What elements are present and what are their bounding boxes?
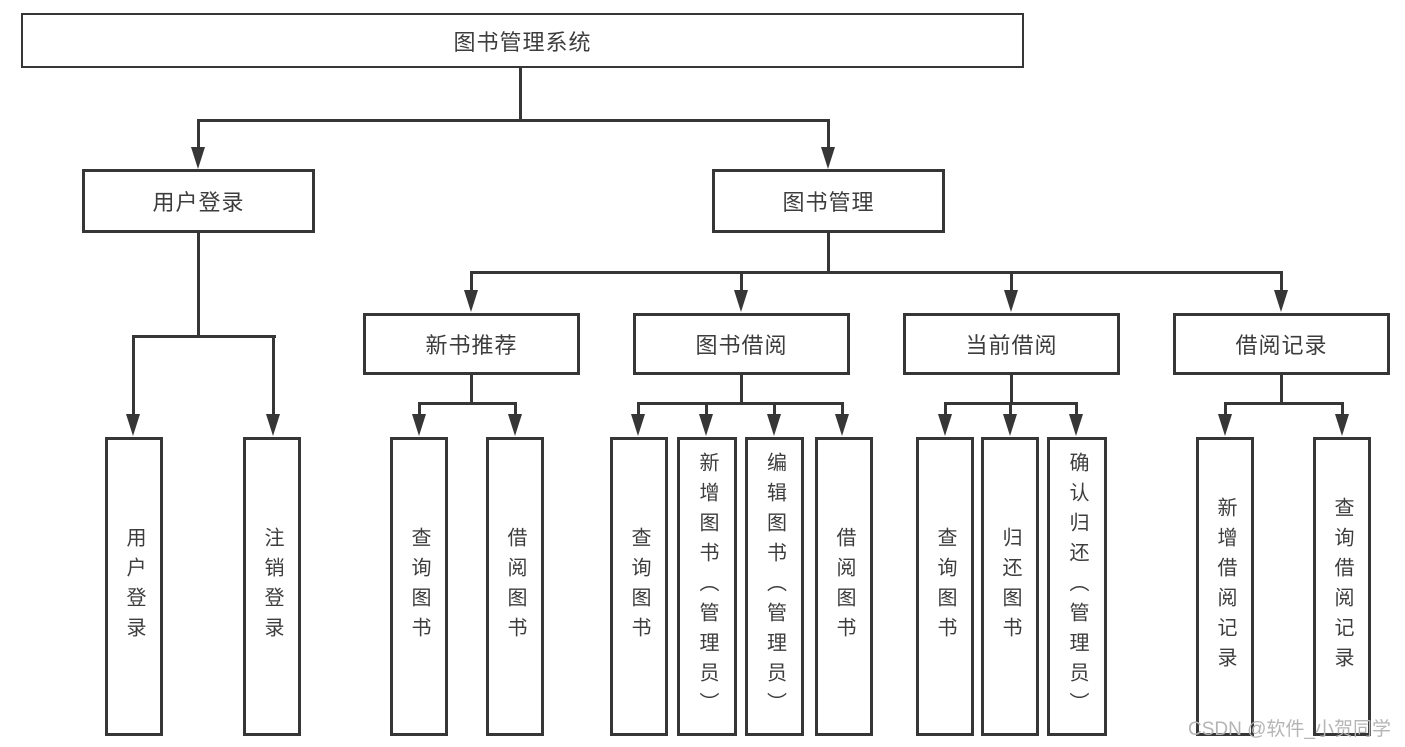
node-book-borrow: 图书借阅 — [633, 313, 850, 375]
leaf-add-borrow-record: 新增借阅记录 — [1196, 437, 1254, 736]
leaf-query-books-2-label: 查询图书 — [628, 526, 650, 647]
connector-line — [197, 119, 830, 122]
arrow-down-icon — [1004, 290, 1018, 312]
connector-line — [132, 335, 135, 418]
connector-line — [1009, 402, 1012, 418]
leaf-query-books-3-label: 查询图书 — [934, 526, 956, 647]
connector-line — [470, 375, 473, 405]
node-user-login-label: 用户登录 — [152, 190, 245, 215]
leaf-edit-book-admin: 编辑图书（管理员） — [745, 437, 804, 736]
leaf-query-borrow-record: 查询借阅记录 — [1313, 437, 1371, 736]
arrow-down-icon — [821, 147, 835, 169]
leaf-edit-book-admin-label: 编辑图书（管理员） — [763, 451, 786, 722]
connector-line — [418, 402, 517, 405]
arrow-down-icon — [1069, 414, 1083, 436]
leaf-return-book: 归还图书 — [981, 437, 1039, 736]
connector-line — [1341, 402, 1344, 418]
node-book-borrow-label: 图书借阅 — [695, 333, 788, 358]
leaf-borrow-books-1: 借阅图书 — [486, 437, 544, 736]
node-borrow-records: 借阅记录 — [1173, 313, 1390, 375]
arrow-down-icon — [767, 414, 781, 436]
connector-line — [197, 233, 200, 338]
connector-line — [1280, 375, 1283, 405]
connector-line — [514, 402, 517, 418]
arrow-down-icon — [191, 147, 205, 169]
leaf-borrow-books-1-label: 借阅图书 — [504, 526, 526, 647]
arrow-down-icon — [126, 414, 140, 436]
arrow-down-icon — [1274, 290, 1288, 312]
arrow-down-icon — [266, 414, 280, 436]
arrow-down-icon — [1218, 414, 1232, 436]
connector-line — [827, 233, 830, 274]
connector-line — [841, 402, 844, 418]
leaf-logout: 注销登录 — [243, 437, 301, 736]
node-root: 图书管理系统 — [21, 13, 1024, 68]
arrow-down-icon — [734, 290, 748, 312]
leaf-add-borrow-record-label: 新增借阅记录 — [1214, 496, 1236, 677]
connector-line — [740, 375, 743, 405]
leaf-query-books-1-label: 查询图书 — [408, 526, 430, 647]
node-current-borrow-label: 当前借阅 — [965, 333, 1058, 358]
connector-line — [1224, 402, 1227, 418]
connector-line — [519, 68, 522, 122]
leaf-query-books-1: 查询图书 — [390, 437, 448, 736]
leaf-query-books-3: 查询图书 — [916, 437, 974, 736]
leaf-borrow-books-2-label: 借阅图书 — [833, 526, 855, 647]
leaf-logout-label: 注销登录 — [261, 526, 283, 647]
node-borrow-records-label: 借阅记录 — [1235, 333, 1328, 358]
node-book-management: 图书管理 — [712, 169, 945, 233]
connector-line — [740, 271, 743, 292]
connector-line — [272, 335, 275, 418]
node-new-book-recommend-label: 新书推荐 — [425, 333, 518, 358]
node-current-borrow: 当前借阅 — [903, 313, 1120, 375]
connector-line — [705, 402, 708, 418]
leaf-borrow-books-2: 借阅图书 — [815, 437, 873, 736]
connector-line — [1075, 402, 1078, 418]
arrow-down-icon — [938, 414, 952, 436]
connector-line — [1010, 375, 1013, 405]
connector-line — [1010, 271, 1013, 292]
connector-line — [470, 271, 473, 292]
connector-line — [944, 402, 947, 418]
connector-line — [470, 271, 1283, 274]
arrow-down-icon — [464, 290, 478, 312]
leaf-confirm-return-admin-label: 确认归还（管理员） — [1066, 451, 1088, 722]
connector-line — [637, 402, 640, 418]
connector-line — [1224, 402, 1344, 405]
leaf-user-login: 用户登录 — [105, 437, 163, 736]
arrow-down-icon — [1003, 414, 1017, 436]
arrow-down-icon — [1335, 414, 1349, 436]
leaf-add-book-admin: 新增图书（管理员） — [677, 437, 737, 736]
connector-line — [132, 335, 276, 338]
connector-line — [197, 119, 200, 151]
node-book-management-label: 图书管理 — [782, 190, 875, 215]
node-root-label: 图书管理系统 — [453, 29, 592, 55]
leaf-query-borrow-record-label: 查询借阅记录 — [1331, 496, 1353, 677]
watermark-text: CSDN @软件_小贺同学 — [1188, 719, 1391, 740]
connector-line — [418, 402, 421, 418]
node-user-login: 用户登录 — [82, 169, 315, 233]
leaf-query-books-2: 查询图书 — [610, 437, 668, 736]
leaf-return-book-label: 归还图书 — [999, 526, 1021, 647]
arrow-down-icon — [508, 414, 522, 436]
connector-line — [1280, 271, 1283, 292]
leaf-add-book-admin-label: 新增图书（管理员） — [696, 451, 718, 722]
arrow-down-icon — [835, 414, 849, 436]
connector-line — [637, 402, 844, 405]
arrow-down-icon — [631, 414, 645, 436]
connector-line — [827, 119, 830, 151]
arrow-down-icon — [412, 414, 426, 436]
arrow-down-icon — [699, 414, 713, 436]
node-new-book-recommend: 新书推荐 — [363, 313, 580, 375]
connector-line — [773, 402, 776, 418]
leaf-user-login-label: 用户登录 — [123, 526, 145, 647]
leaf-confirm-return-admin: 确认归还（管理员） — [1047, 437, 1107, 736]
